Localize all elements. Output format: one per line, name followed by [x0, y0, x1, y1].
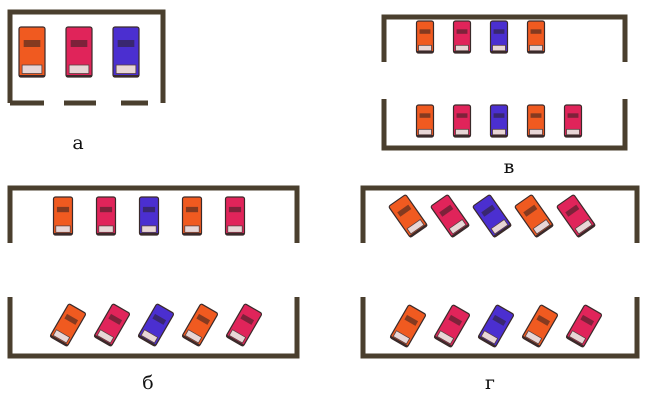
car-orange-d2-r1-c3	[181, 303, 219, 347]
car-pink-d3-r0-c1	[430, 194, 470, 238]
lot-g-walls	[360, 185, 640, 359]
car-orange-d1-r0-c3	[526, 20, 546, 54]
car-orange-d3-r1-c3	[521, 304, 559, 348]
car-pink-d1-r0-c1	[452, 20, 472, 54]
car-blue-d3-r1-c2	[477, 304, 515, 348]
car-pink-d3-r0-c4	[556, 194, 596, 238]
car-pink-d0-r0-c1	[65, 26, 93, 78]
label-v: в	[503, 156, 515, 178]
car-pink-d2-r0-c4	[224, 196, 246, 236]
lot-a-walls	[7, 9, 166, 106]
car-pink-d1-r1-c4	[563, 104, 583, 138]
car-orange-d2-r1-c0	[49, 303, 87, 347]
car-orange-d2-r0-c3	[181, 196, 203, 236]
car-pink-d2-r1-c4	[225, 303, 263, 347]
car-orange-d1-r1-c3	[526, 104, 546, 138]
car-orange-d2-r0-c0	[52, 196, 74, 236]
car-orange-d1-r0-c0	[415, 20, 435, 54]
label-g: г	[485, 372, 495, 394]
car-orange-d1-r1-c0	[415, 104, 435, 138]
label-a: а	[72, 132, 84, 154]
cars-layer	[18, 20, 603, 348]
car-orange-d3-r0-c0	[388, 194, 428, 238]
car-blue-d1-r0-c2	[489, 20, 509, 54]
lot-v-walls	[381, 14, 628, 151]
car-pink-d2-r1-c1	[93, 303, 131, 347]
lot-b-walls	[7, 185, 300, 359]
car-pink-d1-r1-c1	[452, 104, 472, 138]
car-blue-d3-r0-c2	[472, 194, 512, 238]
car-orange-d0-r0-c0	[18, 26, 46, 78]
car-blue-d2-r0-c2	[138, 196, 160, 236]
label-b: б	[142, 372, 154, 394]
car-orange-d3-r1-c0	[389, 304, 427, 348]
car-blue-d0-r0-c2	[112, 26, 140, 78]
car-pink-d3-r1-c4	[565, 304, 603, 348]
car-blue-d2-r1-c2	[137, 303, 175, 347]
car-blue-d1-r1-c2	[489, 104, 509, 138]
car-pink-d2-r0-c1	[95, 196, 117, 236]
car-orange-d3-r0-c3	[514, 194, 554, 238]
car-pink-d3-r1-c1	[433, 304, 471, 348]
